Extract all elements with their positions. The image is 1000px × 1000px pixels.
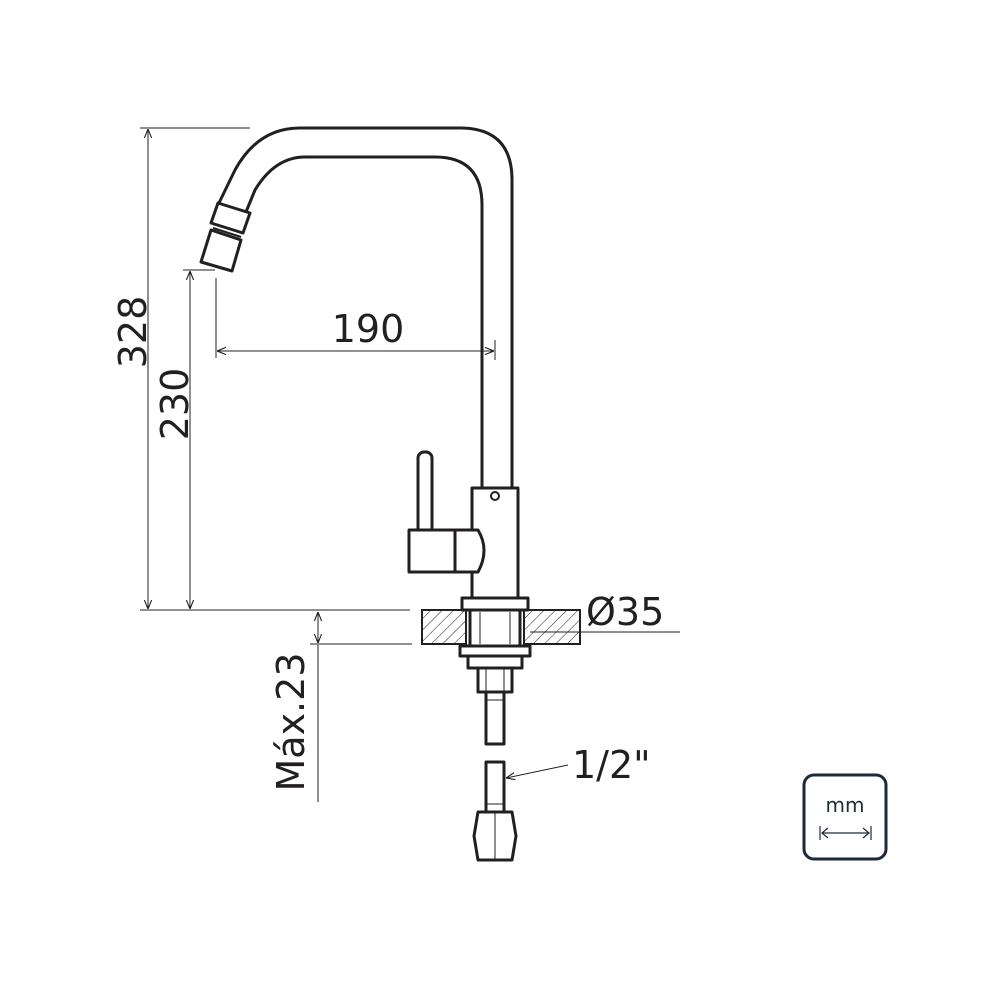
countertop-right (523, 609, 581, 645)
dimension-spout-height: 230 (153, 269, 215, 609)
faucet-body (199, 126, 530, 612)
hose-thread-label: 1/2" (572, 743, 651, 787)
spout-reach-label: 190 (332, 307, 405, 351)
unit-label: mm (826, 793, 865, 817)
mounting-nut (466, 654, 524, 670)
hole-diameter-label: Ø35 (586, 590, 664, 634)
aerator-nozzle (199, 201, 252, 273)
max-thickness-label: Máx.23 (269, 653, 313, 792)
dimension-hole-diameter: Ø35 (530, 590, 680, 634)
base-flange (460, 596, 530, 612)
total-height-label: 328 (111, 296, 155, 369)
unit-badge: mm (802, 773, 888, 861)
dimension-total-height: 328 (111, 127, 410, 611)
double-arrow-icon (819, 826, 872, 840)
indicator-dot (490, 491, 500, 501)
spout-height-label: 230 (153, 368, 197, 441)
callout-hose-thread: 1/2" (506, 743, 651, 787)
dimension-spout-reach: 190 (215, 278, 496, 360)
countertop-left (421, 609, 467, 645)
dimension-max-thickness: Máx.23 (269, 612, 412, 802)
lever-handle (407, 450, 486, 574)
supply-hose (472, 690, 518, 862)
countertop-section (421, 608, 581, 694)
